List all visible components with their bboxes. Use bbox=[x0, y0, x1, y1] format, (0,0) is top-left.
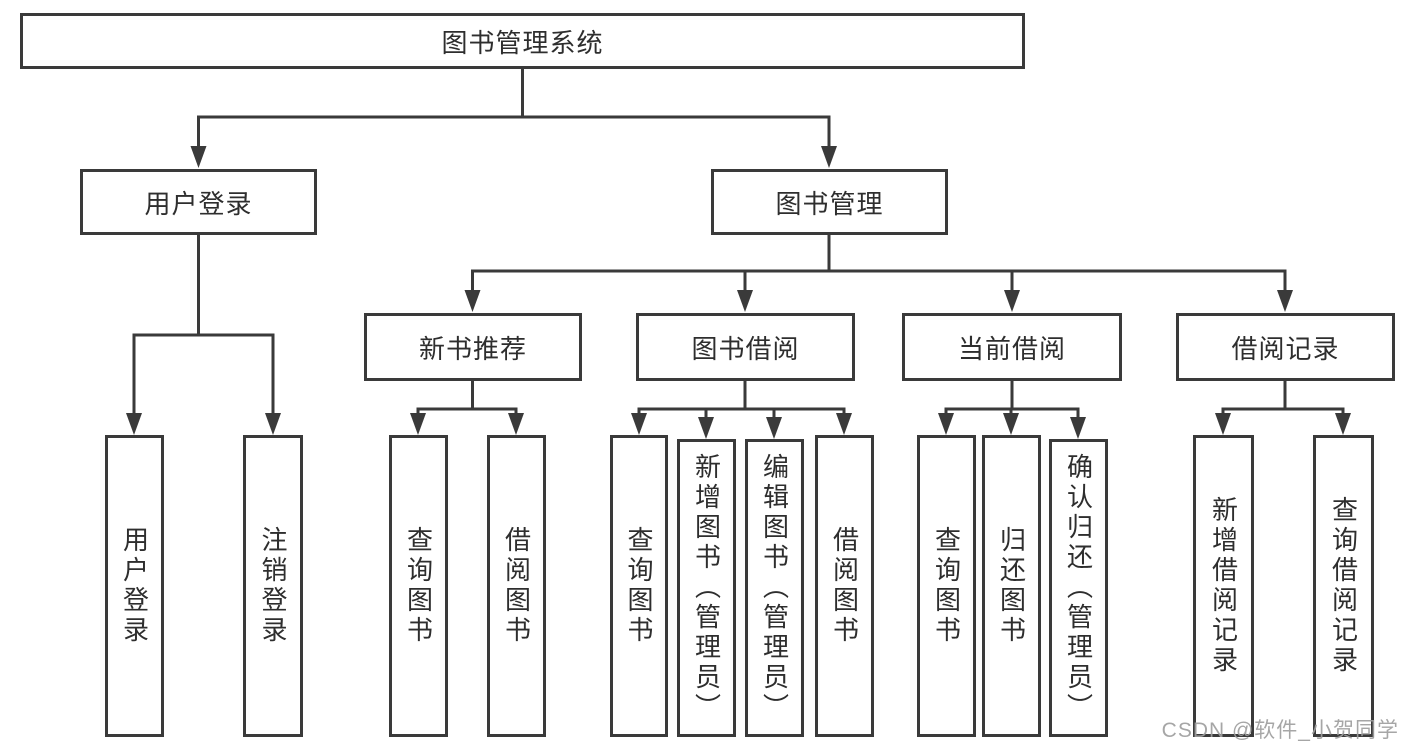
leaf-records-query-borrow-record: 查询借阅记录 bbox=[1313, 435, 1374, 737]
node-borrowing-records: 借阅记录 bbox=[1176, 313, 1395, 381]
leaf-current-return-books: 归还图书 bbox=[982, 435, 1041, 737]
leaf-logout-login-label: 注销登录 bbox=[258, 526, 288, 646]
leaf-logout-login: 注销登录 bbox=[243, 435, 303, 737]
leaf-borrow-borrow-books-label: 借阅图书 bbox=[829, 526, 860, 646]
leaf-newrec-query-books: 查询图书 bbox=[389, 435, 448, 737]
leaf-borrow-borrow-books: 借阅图书 bbox=[815, 435, 874, 737]
leaf-borrow-query-books-label: 查询图书 bbox=[624, 526, 654, 646]
leaf-newrec-query-books-label: 查询图书 bbox=[403, 526, 434, 646]
leaf-current-confirm-return-admin-label: 确认归还（管理员） bbox=[1063, 453, 1094, 723]
leaf-current-confirm-return-admin: 确认归还（管理员） bbox=[1049, 439, 1108, 737]
csdn-watermark: CSDN @软件_小贺同学 bbox=[1161, 719, 1399, 742]
leaf-current-query-books-label: 查询图书 bbox=[931, 526, 962, 646]
node-book-borrowing: 图书借阅 bbox=[636, 313, 855, 381]
node-book-management: 图书管理 bbox=[711, 169, 948, 235]
node-new-book-recommend: 新书推荐 bbox=[364, 313, 582, 381]
leaf-records-query-borrow-record-label: 查询借阅记录 bbox=[1328, 496, 1359, 676]
leaf-borrow-edit-books-admin: 编辑图书（管理员） bbox=[745, 439, 804, 737]
leaf-user-login: 用户登录 bbox=[105, 435, 164, 737]
node-current-borrowing: 当前借阅 bbox=[902, 313, 1122, 381]
leaf-borrow-add-books-admin: 新增图书（管理员） bbox=[677, 439, 736, 737]
leaf-newrec-borrow-books-label: 借阅图书 bbox=[501, 526, 532, 646]
leaf-newrec-borrow-books: 借阅图书 bbox=[487, 435, 546, 737]
leaf-borrow-add-books-admin-label: 新增图书（管理员） bbox=[691, 453, 722, 723]
leaf-current-return-books-label: 归还图书 bbox=[996, 526, 1027, 646]
leaf-borrow-edit-books-admin-label: 编辑图书（管理员） bbox=[759, 453, 790, 723]
leaf-current-query-books: 查询图书 bbox=[917, 435, 976, 737]
leaf-user-login-label: 用户登录 bbox=[119, 526, 150, 646]
node-user-login: 用户登录 bbox=[80, 169, 317, 235]
leaf-records-add-borrow-record-label: 新增借阅记录 bbox=[1208, 496, 1239, 676]
leaf-borrow-query-books: 查询图书 bbox=[610, 435, 668, 737]
leaf-records-add-borrow-record: 新增借阅记录 bbox=[1193, 435, 1254, 737]
node-library-system: 图书管理系统 bbox=[20, 13, 1025, 69]
